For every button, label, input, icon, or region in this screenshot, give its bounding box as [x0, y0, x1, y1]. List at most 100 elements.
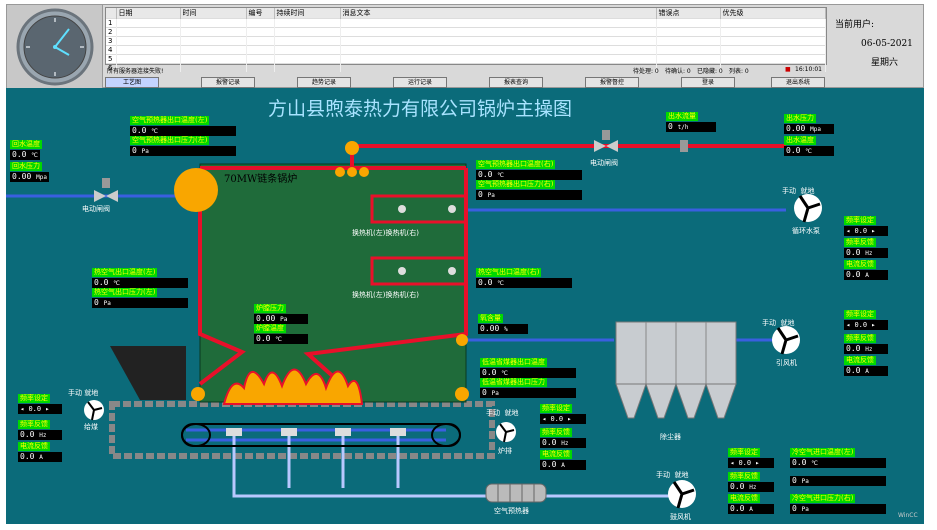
fd-fan-mode: 手动 就地 — [656, 471, 689, 479]
valve-icon — [594, 130, 618, 152]
exit-button[interactable]: 退出系统 — [771, 77, 825, 88]
page-title: 方山县煦泰热力有限公司锅炉主操图 — [268, 98, 573, 120]
grate-mode: 手动 就地 — [486, 409, 519, 417]
air-preheater-label: 空气预热器 — [494, 507, 529, 515]
table-row[interactable]: 4 — [106, 45, 826, 55]
fd-fan-label: 鼓风机 — [670, 513, 691, 521]
nav-button-report[interactable]: 报表查询 — [489, 77, 543, 88]
circ-pump-set-input[interactable]: ◂ 0.0 ▸ — [844, 226, 888, 236]
steam-drum — [174, 168, 218, 212]
lt-econ-temp-label: 低温省煤器出口温度 — [480, 358, 547, 367]
table-row[interactable]: 6 — [106, 63, 826, 72]
table-row[interactable]: 1 — [106, 18, 826, 28]
valve-icon — [94, 178, 118, 202]
clock-icon — [16, 8, 94, 86]
id-fan-set-label: 频率设定 — [844, 310, 876, 319]
alarm-col-time[interactable]: 时间 — [180, 8, 247, 19]
hot-air-press-l-label: 热空气出口压力(左) — [92, 288, 158, 297]
air-pre-out-press-r-label: 空气预热器出口压力(右) — [476, 180, 556, 189]
fan-icon — [84, 400, 104, 421]
id-fan-set-input[interactable]: ◂ 0.0 ▸ — [844, 320, 888, 330]
flowmeter-icon — [680, 140, 688, 152]
nav-button-run-log[interactable]: 运行记录 — [393, 77, 447, 88]
id-fan-mode: 手动 就地 — [762, 319, 795, 327]
fd-fan-set-input[interactable]: ◂ 0.0 ▸ — [728, 458, 774, 468]
confirm-count: 待确认: 0 — [665, 68, 691, 75]
grate-set-label: 频率设定 — [540, 404, 572, 413]
wincc-logo: WinCC — [898, 512, 918, 519]
hot-air-temp-r-label: 热空气出口温度(右) — [476, 268, 542, 277]
coal-feeder-fb-label: 频率反馈 — [18, 420, 50, 429]
cold-air-temp-l-label: 冷空气进口温度(左) — [790, 448, 856, 457]
hot-air-press-l-value: 0 Pa — [92, 298, 188, 308]
outlet-press-label: 出水压力 — [784, 114, 816, 123]
lt-econ-press-label: 低温省煤器出口压力 — [480, 378, 547, 387]
alarm-status-line: 所有服务器连接失败! 待处理: 0 待确认: 0 已隐藏: 0 列表: 0 ■ … — [105, 66, 827, 76]
fan-icon — [496, 422, 516, 443]
alarm-col-date[interactable]: 日期 — [116, 8, 181, 19]
coal-feeder-set-label: 频率设定 — [18, 394, 50, 403]
id-fan-fb-value: 0.0 Hz — [844, 344, 888, 354]
hot-air-temp-l-value: 0.0 ℃ — [92, 278, 188, 288]
id-fan-fb-label: 频率反馈 — [844, 334, 876, 343]
outlet-temp-value: 0.0 ℃ — [784, 146, 834, 156]
air-pre-out-temp-r-value: 0.0 ℃ — [476, 170, 582, 180]
nav-button-alarm-log[interactable]: 报警记录 — [201, 77, 255, 88]
valve-label-1: 电动闸阀 — [82, 205, 110, 213]
fan-icon — [668, 480, 696, 509]
fan-icon — [772, 326, 800, 355]
alarm-col-message[interactable]: 消息文本 — [340, 8, 657, 19]
process-graphics — [6, 130, 822, 509]
alarm-col-error-point[interactable]: 错误点 — [656, 8, 721, 19]
circ-pump-set-label: 频率设定 — [844, 216, 876, 225]
login-button[interactable]: 登录 — [681, 77, 735, 88]
cold-air-press-l-value: 0 Pa — [790, 476, 886, 486]
outlet-flow-value: 0 t/h — [666, 122, 716, 132]
coal-feeder-fb-value: 0.0 Hz — [18, 430, 62, 440]
oxygen-value: 0.00 % — [478, 324, 528, 334]
nav-bar: 工艺图 报警记录 趋势记录 运行记录 报表查询 报警督控 登录 退出系统 — [105, 77, 827, 89]
grate-fb-label: 频率反馈 — [540, 428, 572, 437]
air-pre-out-temp-r-label: 空气预热器出口温度(右) — [476, 160, 556, 169]
valve-label-2: 电动闸阀 — [590, 159, 618, 167]
grate-label: 炉排 — [498, 447, 512, 455]
cold-air-press-r-label: 冷空气进口压力(右) — [790, 494, 856, 503]
circ-pump-fb-label: 频率反馈 — [844, 238, 876, 247]
top-bar: 日期 时间 编号 持续时间 消息文本 错误点 优先级 1 2 3 4 5 6 所… — [6, 4, 925, 89]
coal-hopper — [110, 346, 186, 400]
coal-feeder-cur-value: 0.0 A — [18, 452, 62, 462]
nav-button-trend[interactable]: 趋势记录 — [297, 77, 351, 88]
return-temp-label: 回水温度 — [10, 140, 42, 149]
oxygen-label: 氧含量 — [478, 314, 503, 323]
hx-label-2: 换热机(左)换热机(右) — [352, 291, 419, 299]
grate-set-input[interactable]: ◂ 0.0 ▸ — [540, 414, 586, 424]
coal-feeder-set-input[interactable]: ◂ 0.0 ▸ — [18, 404, 62, 414]
table-row[interactable]: 5 — [106, 54, 826, 64]
grate-cur-value: 0.0 A — [540, 460, 586, 470]
air-pre-out-press-l-value: 0 Pa — [130, 146, 236, 156]
alarm-table[interactable]: 日期 时间 编号 持续时间 消息文本 错误点 优先级 1 2 3 4 5 6 — [105, 7, 827, 72]
circ-pump-cur-label: 电流反馈 — [844, 260, 876, 269]
fan-icon — [794, 194, 822, 223]
air-preheater-icon — [485, 483, 547, 503]
id-fan-cur-value: 0.0 A — [844, 366, 888, 376]
alarm-col-duration[interactable]: 持续时间 — [274, 8, 341, 19]
user-panel: 当前用户: 06-05-2021 星期六 — [831, 5, 925, 89]
circ-pump-label: 循环水泵 — [792, 227, 820, 235]
table-row[interactable]: 3 — [106, 36, 826, 46]
analog-clock — [7, 5, 103, 89]
hx-label-1: 换热机(左)换热机(右) — [352, 229, 419, 237]
process-diagram: 方山县煦泰热力有限公司锅炉主操图 70MW链条锅炉 回水温度 0.0 ℃ 回水压… — [6, 88, 924, 524]
fd-fan-cur-value: 0.0 A — [728, 504, 774, 514]
table-row[interactable]: 2 — [106, 27, 826, 37]
nav-button-process[interactable]: 工艺图 — [105, 77, 159, 88]
boiler-label: 70MW链条锅炉 — [224, 174, 298, 185]
lt-econ-temp-value: 0.0 ℃ — [480, 368, 576, 378]
alarm-bell-icon: ■ — [785, 66, 791, 73]
nav-button-alarm-monitor[interactable]: 报警督控 — [585, 77, 639, 88]
current-weekday: 星期六 — [871, 58, 899, 68]
return-temp-value: 0.0 ℃ — [10, 150, 41, 160]
coal-feeder-label: 给煤 — [84, 423, 98, 431]
alarm-col-priority[interactable]: 优先级 — [720, 8, 826, 19]
alarm-col-number[interactable]: 编号 — [246, 8, 275, 19]
